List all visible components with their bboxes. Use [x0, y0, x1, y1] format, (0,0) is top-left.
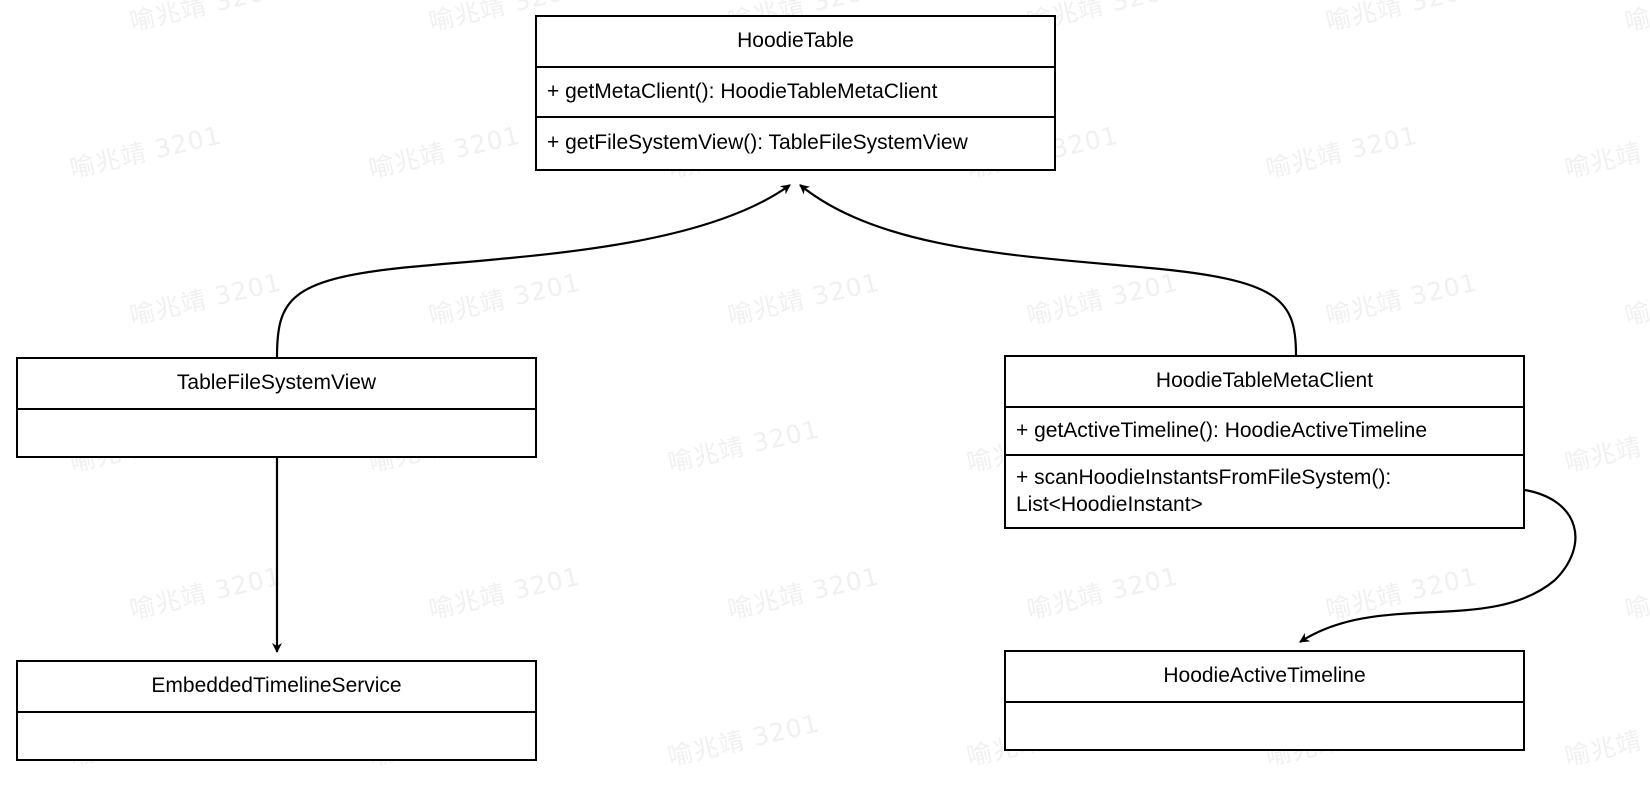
- watermark-tile: 喻兆靖 3201: [366, 120, 524, 184]
- watermark-tile: 喻兆靖 3201: [127, 0, 285, 37]
- class-name-compartment: HoodieActiveTimeline: [1006, 652, 1523, 703]
- class-name-compartment: EmbeddedTimelineService: [18, 662, 535, 713]
- class-member-label: + getFileSystemView(): TableFileSystemVi…: [547, 131, 968, 155]
- watermark-tile: 喻兆靖 3201: [426, 561, 584, 625]
- class-box-table-file-system-view[interactable]: TableFileSystemView: [16, 357, 537, 458]
- class-box-hoodie-table[interactable]: HoodieTable + getMetaClient(): HoodieTab…: [535, 15, 1056, 171]
- class-member-row: + getMetaClient(): HoodieTableMetaClient: [537, 68, 1054, 118]
- class-name-compartment: HoodieTableMetaClient: [1006, 357, 1523, 408]
- watermark-tile: 喻兆靖 3201: [1323, 0, 1481, 37]
- watermark-tile: 喻兆靖 3201: [665, 414, 823, 478]
- watermark-tile: 喻兆靖 3201: [1622, 562, 1650, 625]
- class-member-label: + scanHoodieInstantsFromFileSystem(): Li…: [1016, 466, 1392, 516]
- watermark-tile: 喻兆靖 3201: [1562, 708, 1650, 772]
- watermark-tile: 喻兆靖 3201: [1024, 267, 1182, 331]
- edge-tablefilesystemview-to-hoodietable: [275, 184, 791, 358]
- class-member-row: + getActiveTimeline(): HoodieActiveTimel…: [1006, 408, 1523, 456]
- watermark-tile: 喻兆靖 3201: [1562, 120, 1650, 184]
- watermark-tile: 喻兆靖 3201: [1622, 268, 1650, 331]
- edge-hoodietablemetaclient-to-hoodietable: [799, 184, 1298, 356]
- class-box-hoodie-table-meta-client[interactable]: HoodieTableMetaClient + getActiveTimelin…: [1004, 355, 1525, 529]
- watermark-tile: 喻兆靖 3201: [1622, 0, 1650, 37]
- watermark-tile: 喻兆靖 3201: [67, 120, 225, 184]
- class-member-label: + getMetaClient(): HoodieTableMetaClient: [547, 79, 938, 103]
- watermark-tile: 喻兆靖 3201: [426, 267, 584, 331]
- class-empty-compartment: [1006, 703, 1523, 749]
- watermark-tile: 喻兆靖 3201: [1323, 561, 1481, 625]
- watermark-tile: 喻兆靖 3201: [127, 267, 285, 331]
- class-member-label: + getActiveTimeline(): HoodieActiveTimel…: [1016, 418, 1428, 442]
- watermark-tile: 喻兆靖 3201: [665, 708, 823, 772]
- watermark-tile: 喻兆靖 3201: [1024, 561, 1182, 625]
- class-member-row: + getFileSystemView(): TableFileSystemVi…: [537, 118, 1054, 169]
- watermark-tile: 喻兆靖 3201: [1323, 267, 1481, 331]
- class-member-row: + scanHoodieInstantsFromFileSystem(): Li…: [1006, 456, 1523, 527]
- class-name-compartment: TableFileSystemView: [18, 359, 535, 410]
- class-name-label: TableFileSystemView: [176, 371, 377, 395]
- watermark-tile: 喻兆靖 3201: [725, 267, 883, 331]
- class-name-compartment: HoodieTable: [537, 17, 1054, 68]
- class-box-embedded-timeline-service[interactable]: EmbeddedTimelineService: [16, 660, 537, 761]
- class-empty-compartment: [18, 713, 535, 759]
- class-box-hoodie-active-timeline[interactable]: HoodieActiveTimeline: [1004, 650, 1525, 751]
- watermark-tile: 喻兆靖 3201: [725, 561, 883, 625]
- class-name-label: HoodieActiveTimeline: [1163, 664, 1366, 688]
- class-name-label: EmbeddedTimelineService: [151, 674, 402, 698]
- watermark-tile: 喻兆靖 3201: [127, 561, 285, 625]
- class-name-label: HoodieTableMetaClient: [1155, 369, 1374, 393]
- class-empty-compartment: [18, 410, 535, 456]
- class-name-label: HoodieTable: [737, 29, 854, 53]
- watermark-tile: 喻兆靖 3201: [1562, 414, 1650, 478]
- watermark-tile: 喻兆靖 3201: [1263, 120, 1421, 184]
